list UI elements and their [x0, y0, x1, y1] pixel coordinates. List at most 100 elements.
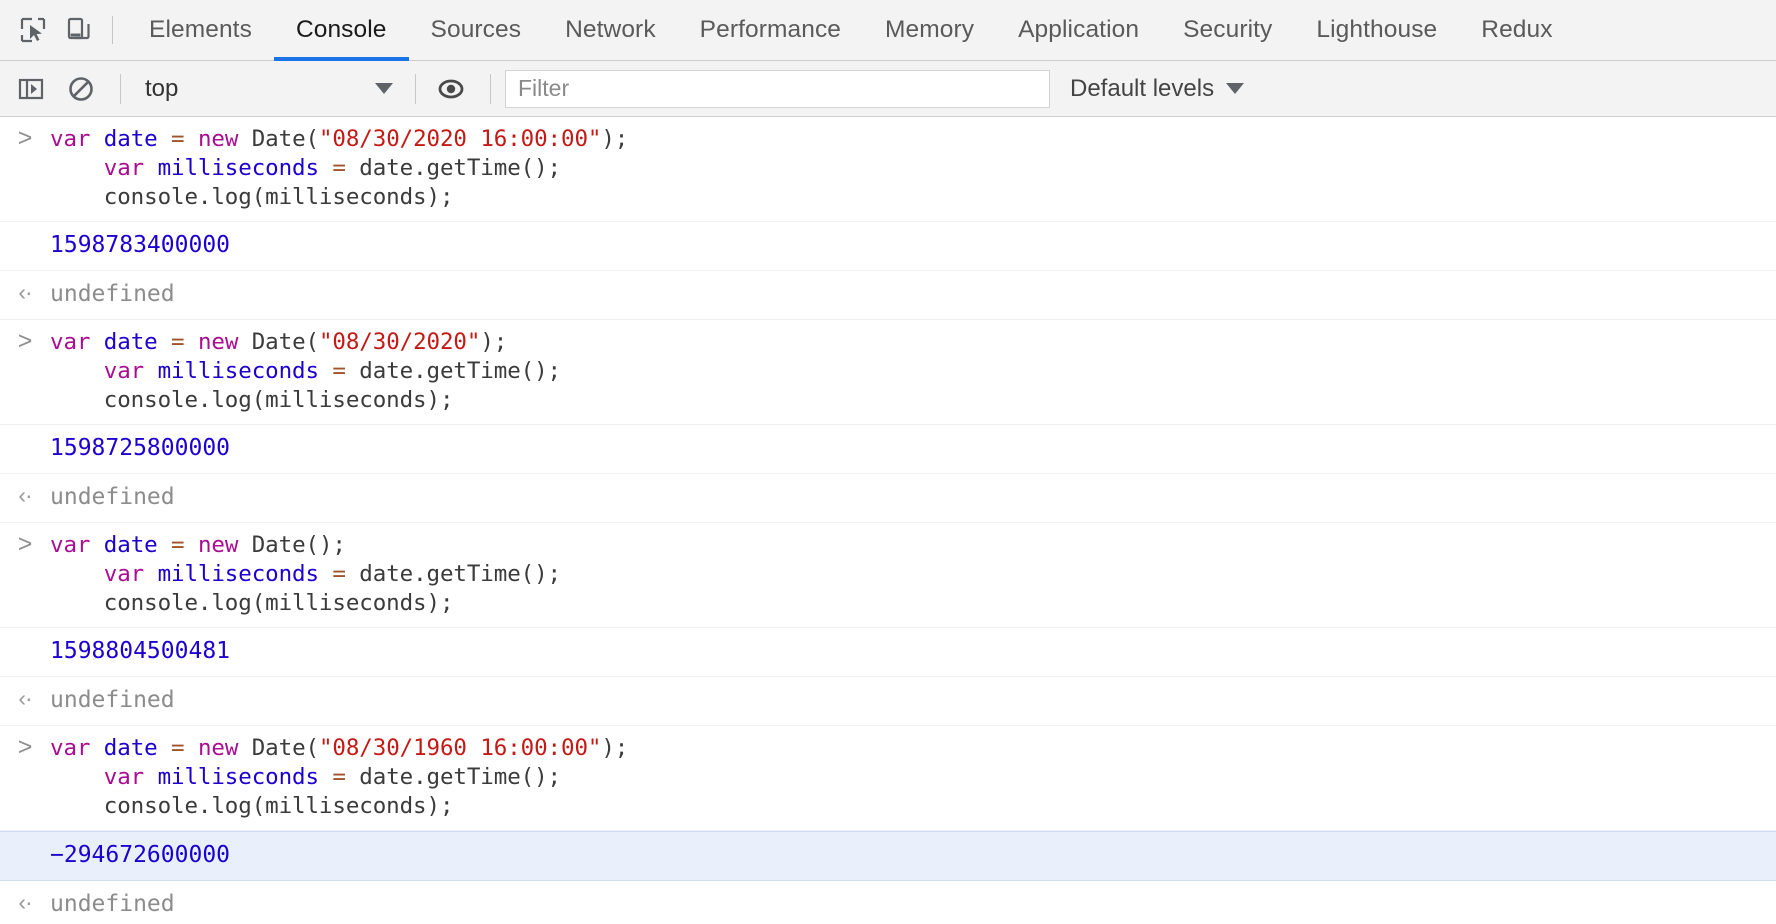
return-arrow-icon: ‹·	[18, 279, 32, 305]
console-input-code: var date = new Date("08/30/2020 16:00:00…	[50, 117, 628, 221]
code-token: var	[50, 735, 104, 761]
console-log-value: −294672600000	[50, 842, 231, 868]
tab-label: Application	[1018, 16, 1140, 43]
tab-label: Sources	[430, 16, 522, 43]
console-return-value: undefined	[50, 687, 175, 713]
console-filterbar: top Default levels	[0, 61, 1776, 117]
console-input-row[interactable]: >var date = new Date("08/30/1960 16:00:0…	[0, 726, 1776, 831]
console-log-value: 1598804500481	[50, 638, 231, 664]
log-gutter	[0, 425, 50, 434]
device-toolbar-icon[interactable]	[56, 7, 102, 53]
code-token: =	[332, 155, 360, 181]
code-token: );	[601, 735, 629, 761]
code-token: new	[197, 329, 252, 355]
live-expression-eye-icon[interactable]	[428, 66, 474, 112]
tab-label: Security	[1183, 16, 1273, 43]
code-token: milliseconds	[157, 358, 333, 384]
console-log-row[interactable]: 1598783400000	[0, 222, 1776, 271]
tab-elements[interactable]: Elements	[127, 0, 274, 61]
console-log-row[interactable]: −294672600000	[0, 831, 1776, 881]
filterbar-divider-3	[490, 73, 491, 104]
tab-redux[interactable]: Redux	[1459, 0, 1574, 61]
console-input-row[interactable]: > var date = new Date("08/30/2020 16:00:0…	[0, 117, 1776, 222]
return-arrow-icon: ‹·	[18, 889, 32, 915]
code-token: Date(	[251, 329, 319, 355]
code-token: =	[171, 329, 198, 355]
tab-label: Performance	[699, 16, 842, 43]
code-token: );	[480, 329, 508, 355]
tab-performance[interactable]: Performance	[678, 0, 863, 61]
code-token: var	[50, 561, 158, 587]
code-token: date	[103, 735, 172, 761]
input-chevron-icon: >	[17, 733, 33, 761]
code-token: date	[103, 329, 172, 355]
tab-label: Network	[565, 16, 656, 43]
code-token: "08/30/2020"	[318, 329, 481, 355]
devtools-tabbar: Elements Console Sources Network Perform…	[0, 0, 1776, 61]
filterbar-divider	[120, 73, 121, 104]
code-token: Date(	[251, 735, 319, 761]
log-gutter	[0, 222, 50, 231]
code-token: console.log(milliseconds);	[50, 793, 454, 819]
console-return-row[interactable]: ‹·undefined	[0, 677, 1776, 726]
console-log-row[interactable]: 1598725800000	[0, 425, 1776, 474]
tab-console[interactable]: Console	[273, 0, 409, 61]
return-arrow-icon: ‹·	[18, 482, 32, 508]
inspect-element-icon[interactable]	[10, 7, 56, 53]
console-return-row[interactable]: ‹· undefined	[0, 271, 1776, 320]
console-log-row[interactable]: 1598804500481	[0, 628, 1776, 677]
tab-network[interactable]: Network	[543, 0, 678, 61]
code-token: var	[50, 532, 104, 558]
code-token: =	[171, 735, 198, 761]
console-return-value: undefined	[50, 484, 175, 510]
tab-application[interactable]: Application	[996, 0, 1161, 61]
code-token: Date();	[251, 532, 346, 558]
chevron-down-icon	[1226, 83, 1245, 94]
tab-label: Redux	[1481, 16, 1553, 43]
console-input-row[interactable]: > var date = new Date("08/30/2020"); var …	[0, 320, 1776, 425]
code-token: date.getTime();	[359, 358, 561, 384]
tab-security[interactable]: Security	[1161, 0, 1294, 61]
console-input-code: var date = new Date("08/30/2020"); var m…	[50, 320, 561, 424]
code-token: var	[50, 126, 104, 152]
input-chevron-icon: >	[17, 124, 33, 152]
console-input-row[interactable]: >var date = new Date(); var milliseconds…	[0, 523, 1776, 628]
console-sidebar-icon[interactable]	[8, 66, 54, 112]
execution-context-select[interactable]: top	[133, 69, 403, 109]
tab-lighthouse[interactable]: Lighthouse	[1294, 0, 1459, 61]
execution-context-label: top	[145, 74, 179, 102]
code-token: console.log(milliseconds);	[50, 184, 454, 210]
console-message-list[interactable]: >var date = new Date("08/30/2020 16:00:0…	[0, 117, 1776, 924]
log-gutter	[0, 832, 50, 841]
tab-memory[interactable]: Memory	[863, 0, 996, 61]
code-token: =	[332, 358, 360, 384]
code-token: date.getTime();	[359, 764, 561, 790]
filter-input[interactable]	[505, 69, 1050, 108]
code-token: =	[171, 126, 198, 152]
chevron-down-icon	[375, 83, 393, 94]
code-token: milliseconds	[157, 155, 333, 181]
input-chevron-icon: >	[17, 327, 33, 355]
console-return-value: undefined	[50, 281, 175, 307]
log-gutter	[0, 628, 50, 637]
tab-label: Lighthouse	[1316, 16, 1438, 43]
code-token: "08/30/2020 16:00:00"	[318, 126, 602, 152]
code-token: Date(	[251, 126, 319, 152]
console-return-row[interactable]: ‹· undefined	[0, 474, 1776, 523]
log-levels-select[interactable]: Default levels	[1070, 75, 1245, 103]
panel-tabs: Elements Console Sources Network Perform…	[127, 0, 1575, 61]
code-token: date.getTime();	[359, 561, 561, 587]
code-token: "08/30/1960 16:00:00"	[318, 735, 602, 761]
code-token: var	[50, 358, 158, 384]
tab-sources[interactable]: Sources	[409, 0, 544, 61]
code-token: new	[197, 126, 252, 152]
clear-console-icon[interactable]	[58, 66, 104, 112]
filterbar-divider-2	[415, 73, 416, 104]
code-token: =	[332, 764, 360, 790]
code-token: var	[50, 155, 158, 181]
code-token: milliseconds	[157, 561, 333, 587]
tab-label: Memory	[885, 16, 975, 43]
console-return-row[interactable]: ‹·undefined	[0, 881, 1776, 924]
code-token: =	[171, 532, 198, 558]
